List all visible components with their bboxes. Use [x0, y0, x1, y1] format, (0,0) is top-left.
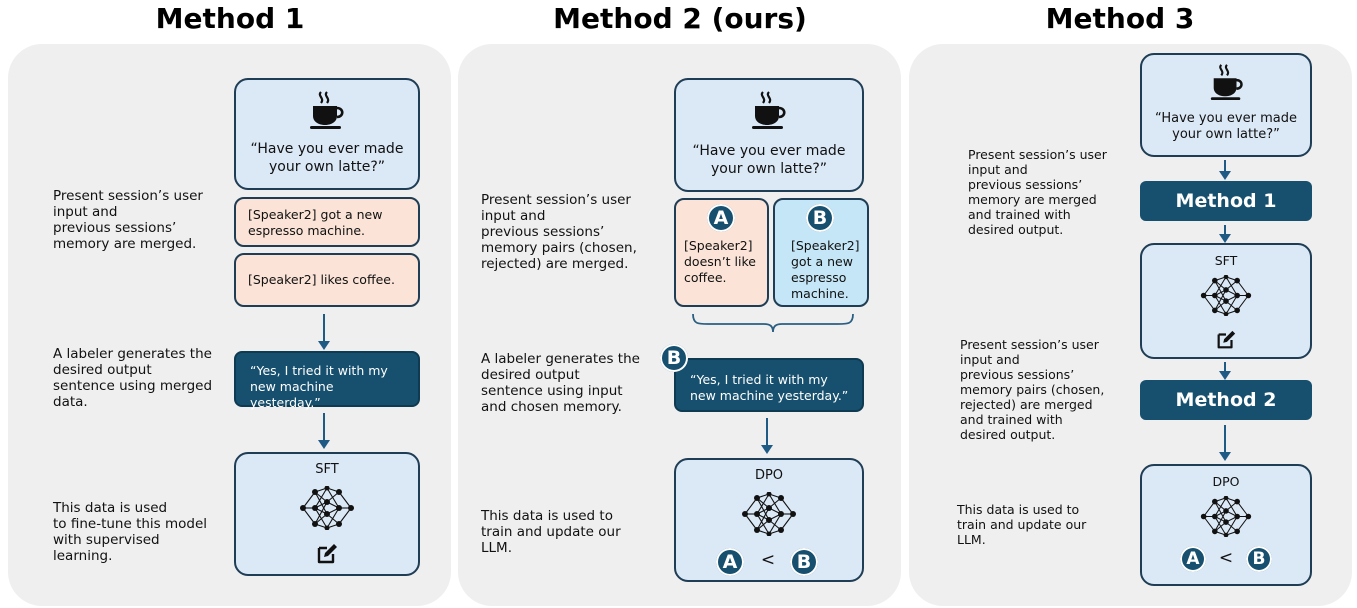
- method1-labeler-description: A labeler generates the desired output s…: [53, 346, 213, 410]
- method1-train-description: This data is used to fine-tune this mode…: [53, 500, 208, 564]
- neural-network-icon: [1198, 496, 1254, 537]
- method2-prompt-box: “Have you ever made your own latte?”: [674, 78, 864, 192]
- badge-a: A: [707, 204, 735, 232]
- edit-icon: [1215, 329, 1237, 351]
- down-arrow: [1219, 160, 1231, 180]
- method2-output-sentence: “Yes, I tried it with my new machine yes…: [674, 358, 864, 412]
- neural-network-icon: [1198, 275, 1254, 316]
- method1-output-sentence: “Yes, I tried it with my new machine yes…: [234, 351, 420, 410]
- method1-memory-coffee: [Speaker2] likes coffee.: [234, 253, 420, 307]
- badge-b: B: [1246, 546, 1272, 572]
- down-arrow: [1219, 425, 1231, 461]
- dpo-label: DPO: [1212, 474, 1240, 489]
- coffee-cup-icon: [307, 90, 347, 130]
- method2-memory-rejected: [Speaker2] doesn’t like coffee.: [674, 198, 769, 307]
- neural-network-icon: [739, 492, 799, 536]
- method1-model-box: SFT: [234, 452, 420, 576]
- neural-network-icon: [297, 486, 357, 530]
- method3-train-description: This data is used to train and update ou…: [957, 502, 1087, 547]
- method1-prompt-box: “Have you ever made your own latte?”: [234, 78, 420, 190]
- badge-b: B: [790, 548, 818, 576]
- prompt-text: “Have you ever made your own latte?”: [250, 141, 404, 175]
- down-arrow: [1219, 362, 1231, 380]
- method3-step1-box: Method 1: [1140, 181, 1312, 221]
- edit-icon: [315, 542, 339, 566]
- method3-sft-box: SFT: [1140, 243, 1312, 359]
- badge-a: A: [1180, 546, 1206, 572]
- method2-model-box: DPO A < B: [674, 458, 864, 582]
- method2-merge-description: Present session’s user input and previou…: [481, 192, 637, 272]
- method3-model-box: DPO A < B: [1140, 464, 1312, 586]
- method3-step2-box: Method 2: [1140, 380, 1312, 420]
- prompt-text: “Have you ever made your own latte?”: [1155, 111, 1297, 142]
- method3-step1-description: Present session’s user input and previou…: [968, 147, 1107, 237]
- method2-title: Method 2 (ours): [553, 2, 807, 35]
- method3-title: Method 3: [1045, 2, 1195, 35]
- down-arrow: [1219, 225, 1231, 243]
- less-than-sign: <: [1218, 548, 1234, 568]
- method3-step2-description: Present session’s user input and previou…: [960, 337, 1105, 442]
- down-arrow: [318, 314, 330, 350]
- coffee-cup-icon: [749, 90, 789, 130]
- down-arrow: [318, 413, 330, 449]
- prompt-text: “Have you ever made your own latte?”: [692, 143, 846, 177]
- less-than-sign: <: [760, 550, 776, 570]
- badge-b: B: [660, 344, 688, 372]
- coffee-cup-icon: [1208, 63, 1246, 101]
- sft-label: SFT: [315, 462, 339, 477]
- badge-b: B: [806, 204, 834, 232]
- method3-prompt-box: “Have you ever made your own latte?”: [1140, 53, 1312, 157]
- method2-labeler-description: A labeler generates the desired output s…: [481, 351, 640, 415]
- method1-title: Method 1: [155, 2, 305, 35]
- dpo-label: DPO: [754, 468, 784, 483]
- down-arrow: [761, 418, 773, 454]
- method2-train-description: This data is used to train and update ou…: [481, 508, 621, 556]
- method1-merge-description: Present session’s user input and previou…: [53, 188, 203, 252]
- curly-brace: [692, 313, 854, 333]
- badge-a: A: [716, 548, 744, 576]
- method1-memory-espresso: [Speaker2] got a new espresso machine.: [234, 197, 420, 247]
- sft-label: SFT: [1214, 253, 1238, 268]
